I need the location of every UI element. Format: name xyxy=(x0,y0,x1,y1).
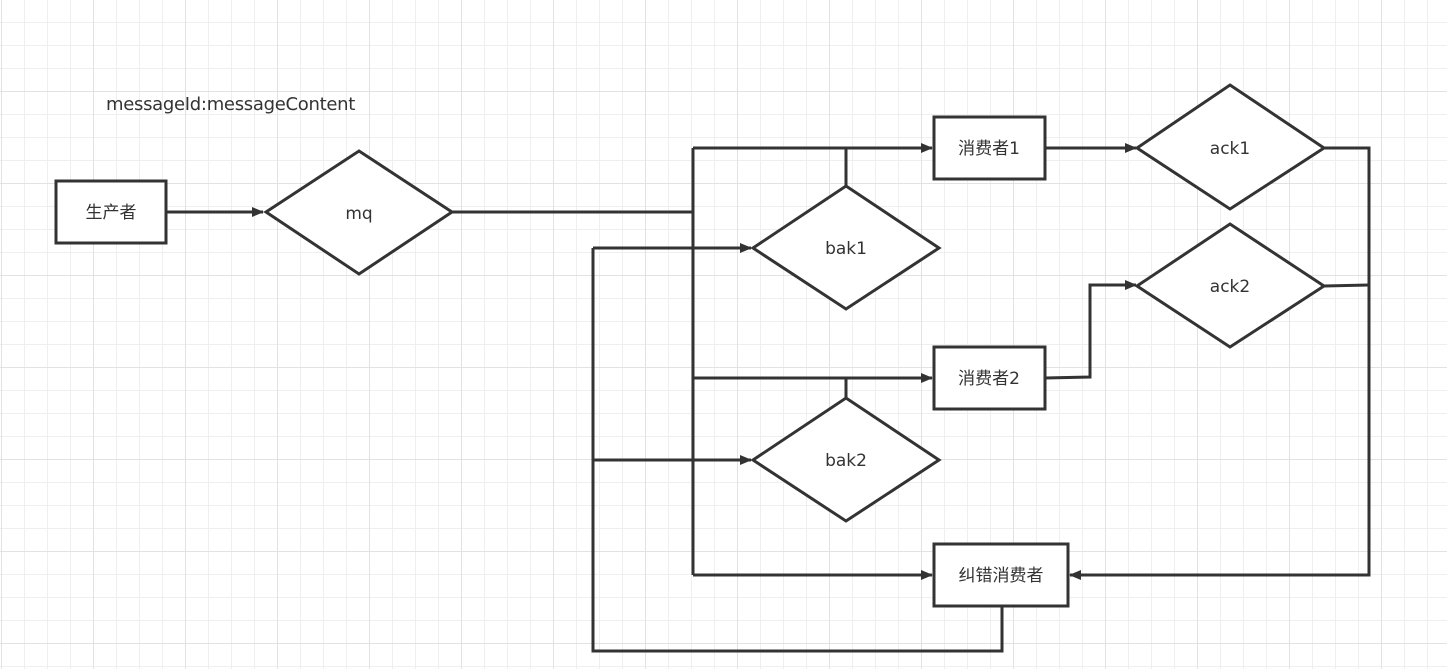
ack2-label: ack2 xyxy=(1210,277,1250,297)
consumer1-label: 消费者1 xyxy=(958,139,1020,159)
bak1-label: bak1 xyxy=(825,239,867,259)
producer-label: 生产者 xyxy=(86,203,137,223)
consumer2-box[interactable] xyxy=(932,345,1047,411)
bak2-diamond[interactable] xyxy=(750,396,942,523)
node-ack1[interactable]: ack1 xyxy=(1134,83,1327,211)
message-format-annotation: messageId:messageContent xyxy=(106,94,355,115)
node-bak1[interactable]: bak1 xyxy=(750,184,942,311)
edge-consumer2-to-ack2[interactable] xyxy=(1044,280,1137,380)
edge-correction-consumer-loop[interactable] xyxy=(591,248,1004,653)
correction-consumer-box[interactable] xyxy=(932,542,1070,608)
mq-diamond[interactable] xyxy=(263,149,455,276)
ack1-label: ack1 xyxy=(1210,139,1250,159)
bak1-diamond[interactable] xyxy=(750,184,942,311)
node-consumer1[interactable]: 消费者1 xyxy=(932,115,1047,181)
ack1-diamond[interactable] xyxy=(1134,83,1327,211)
node-correction-consumer[interactable]: 纠错消费者 xyxy=(932,542,1070,608)
node-consumer2[interactable]: 消费者2 xyxy=(932,345,1047,411)
producer-box[interactable] xyxy=(54,179,168,245)
edges xyxy=(166,143,1371,653)
consumer1-box[interactable] xyxy=(932,115,1047,181)
bak2-label: bak2 xyxy=(825,451,867,471)
node-ack2[interactable]: ack2 xyxy=(1134,222,1327,349)
consumer2-label: 消费者2 xyxy=(958,369,1020,389)
node-bak2[interactable]: bak2 xyxy=(750,396,942,523)
ack2-diamond[interactable] xyxy=(1134,222,1327,349)
mq-label: mq xyxy=(345,204,372,224)
edge-ack2-to-correction-consumer[interactable] xyxy=(1323,283,1370,288)
node-producer[interactable]: 生产者 xyxy=(54,179,168,245)
node-mq[interactable]: mq xyxy=(263,149,455,276)
edge-ack1-to-correction-consumer[interactable] xyxy=(1069,146,1371,580)
correction-consumer-label: 纠错消费者 xyxy=(959,566,1044,586)
